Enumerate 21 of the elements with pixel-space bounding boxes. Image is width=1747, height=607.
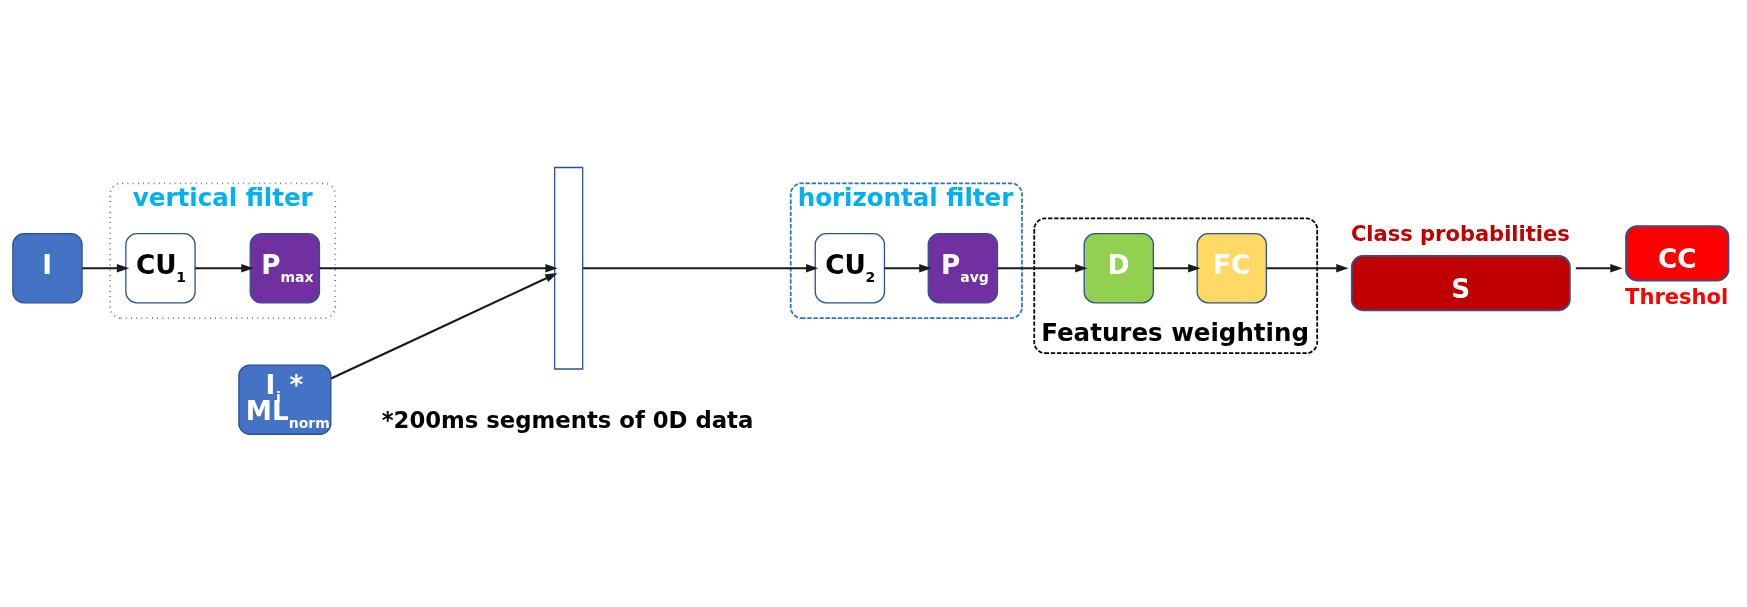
node-box: I	[12, 233, 83, 304]
arrow	[319, 263, 558, 273]
arrow	[1153, 263, 1201, 273]
node-label: Class probabilities	[1350, 221, 1570, 247]
label: *200ms segments of 0D data	[381, 406, 754, 433]
node-label: Threshol	[1625, 284, 1729, 310]
arrow	[997, 263, 1088, 273]
node-box: CU$_{2}$	[814, 233, 886, 304]
node-box: P$_{avg}$	[927, 233, 999, 304]
arrow	[884, 263, 932, 273]
node-box: P$_{max}$	[249, 233, 321, 304]
arrow	[1575, 263, 1623, 273]
node-box: CU$_{1}$	[125, 233, 196, 304]
node-bar	[554, 166, 584, 370]
arrow	[195, 263, 254, 273]
arrow	[1266, 263, 1349, 273]
node-box: D	[1083, 233, 1155, 304]
arrow	[82, 263, 130, 273]
arrow	[583, 263, 819, 273]
node-box: FC	[1196, 233, 1268, 304]
arrow	[330, 273, 558, 380]
